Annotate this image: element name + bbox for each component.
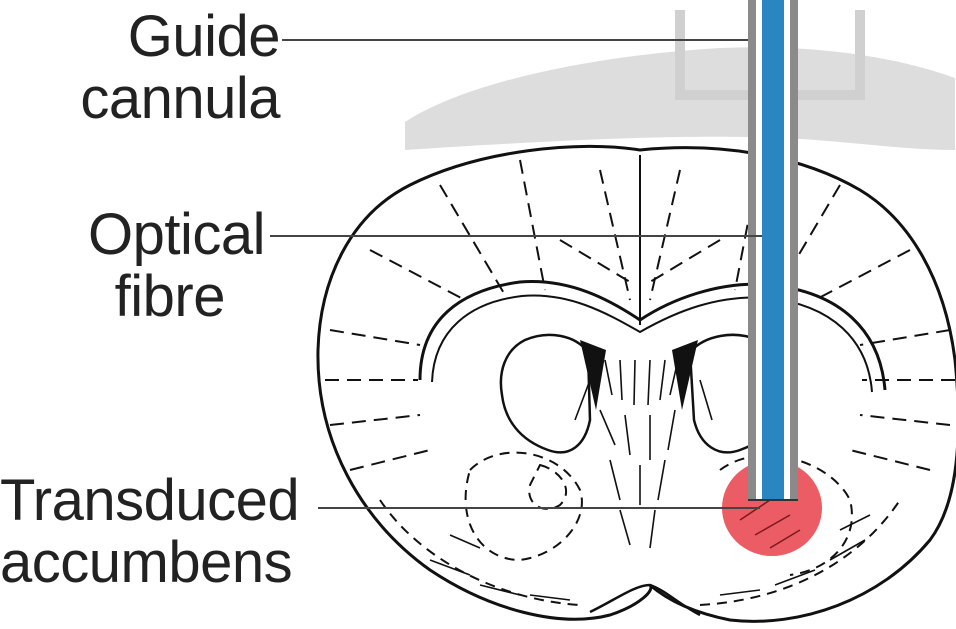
guide-cannula-label: Guide cannula <box>40 6 280 130</box>
guide-cannula-label-line1: Guide <box>40 6 280 68</box>
brain-outline <box>318 146 956 621</box>
optical-fibre-label-line1: Optical <box>40 204 265 266</box>
transduced-accumbens-label-line1: Transduced <box>0 470 320 532</box>
guide-cannula-label-line2: cannula <box>40 68 280 130</box>
transduced-accumbens-label-line2: accumbens <box>0 532 320 594</box>
optical-fibre-label: Optical fibre <box>40 204 265 328</box>
optical-fibre <box>762 0 784 500</box>
transduced-accumbens-label: Transduced accumbens <box>0 470 320 594</box>
optical-fibre-label-line2: fibre <box>40 266 265 328</box>
